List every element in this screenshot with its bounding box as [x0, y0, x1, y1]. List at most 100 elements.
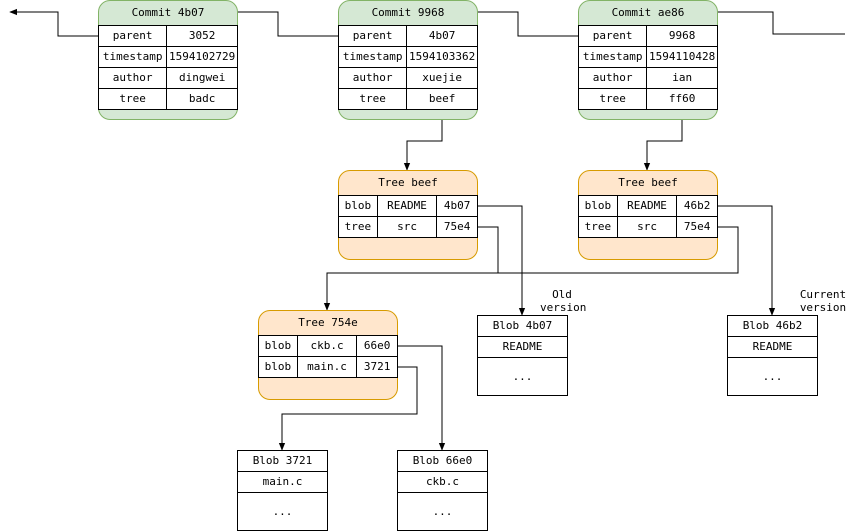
field-key: timestamp [577, 46, 648, 68]
entry-name: src [616, 216, 678, 238]
blob-title: Blob 3721 [238, 451, 327, 472]
edge-4b07-to-parent [9, 8, 98, 37]
field-value: dingwei [166, 67, 238, 89]
field-key: tree [97, 88, 168, 110]
entry-type: blob [258, 356, 298, 378]
field-value: badc [166, 88, 238, 110]
blob-ellipsis: ... [272, 505, 293, 518]
tree-title: Tree beef [378, 176, 438, 189]
entry-name: README [376, 195, 438, 217]
field-key: parent [337, 25, 408, 47]
entry-type: blob [578, 195, 618, 217]
blob-ellipsis: ... [762, 370, 783, 383]
blob-content: README [728, 337, 817, 358]
field-value: ff60 [646, 88, 718, 110]
entry-name: ckb.c [296, 335, 358, 357]
note-line: Old [552, 288, 572, 301]
edge-ae86-to-9968 [462, 8, 578, 37]
field-value: 9968 [646, 25, 718, 47]
edge-incoming-to-ae86 [702, 8, 845, 35]
blob-node-4b07[interactable]: Blob 4b07 README ... [477, 315, 568, 396]
entry-type: tree [338, 216, 378, 238]
blob-title: Blob 66e0 [398, 451, 487, 472]
blob-ellipsis: ... [432, 505, 453, 518]
commit-title: Commit 4b07 [131, 6, 205, 19]
current-version-note: Current version [796, 288, 850, 314]
field-key: tree [337, 88, 408, 110]
field-key: timestamp [337, 46, 408, 68]
entry-type: tree [578, 216, 618, 238]
entry-type: blob [338, 195, 378, 217]
blob-node-46b2[interactable]: Blob 46b2 README ... [727, 315, 818, 396]
blob-node-66e0[interactable]: Blob 66e0 ckb.c ... [397, 450, 488, 531]
field-value: 1594110428 [646, 46, 718, 68]
entry-name: main.c [296, 356, 358, 378]
entry-hash: 3721 [356, 356, 398, 378]
tree-title: Tree 754e [298, 316, 358, 329]
old-version-note: Old version [540, 288, 587, 314]
tree-title: Tree beef [618, 176, 678, 189]
blob-node-3721[interactable]: Blob 3721 main.c ... [237, 450, 328, 531]
field-value: 1594103362 [406, 46, 478, 68]
field-value: ian [646, 67, 718, 89]
field-key: parent [97, 25, 168, 47]
blob-content: README [478, 337, 567, 358]
edge-754e-ckb-to-blob [396, 345, 446, 451]
field-key: author [577, 67, 648, 89]
commit-title: Commit 9968 [371, 6, 445, 19]
note-line: version [799, 301, 847, 314]
entry-type: blob [258, 335, 298, 357]
edge-9968-to-4b07 [222, 8, 338, 37]
entry-hash: 75e4 [676, 216, 718, 238]
entry-hash: 75e4 [436, 216, 478, 238]
note-line: Current [799, 288, 847, 301]
blob-title: Blob 46b2 [728, 316, 817, 337]
edge-ae86-to-tree [643, 111, 683, 171]
entry-name: README [616, 195, 678, 217]
field-key: tree [577, 88, 648, 110]
entry-hash: 46b2 [676, 195, 718, 217]
edge-beef2-readme-to-blob [716, 205, 776, 316]
note-line: version [540, 301, 587, 314]
field-key: timestamp [97, 46, 168, 68]
entry-name: src [376, 216, 438, 238]
edge-754e-main-to-blob [278, 366, 418, 451]
blob-title: Blob 4b07 [478, 316, 567, 337]
blob-content: main.c [238, 472, 327, 493]
field-value: 1594102729 [166, 46, 238, 68]
field-value: xuejie [406, 67, 478, 89]
field-value: beef [406, 88, 478, 110]
field-key: author [97, 67, 168, 89]
blob-ellipsis: ... [512, 370, 533, 383]
field-key: parent [577, 25, 648, 47]
entry-hash: 66e0 [356, 335, 398, 357]
field-value: 3052 [166, 25, 238, 47]
